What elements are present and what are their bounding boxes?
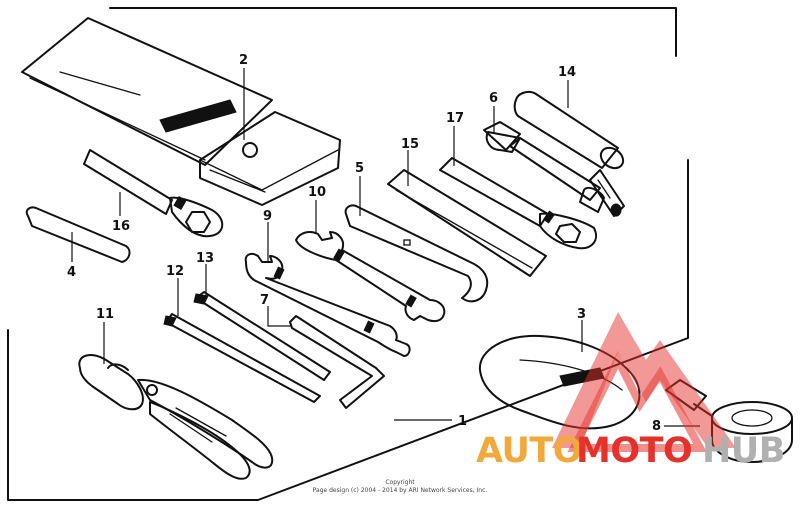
callout-5: 5 <box>355 161 364 176</box>
watermark-moto: MOTO <box>576 431 692 471</box>
hex-key-7 <box>289 315 385 409</box>
frame-outline <box>7 7 689 501</box>
pliers-11 <box>78 353 274 480</box>
open-end-wrench-9 <box>244 253 411 357</box>
socket-8 <box>665 379 793 463</box>
callout-14: 14 <box>558 65 576 80</box>
callout-7: 7 <box>260 293 269 308</box>
watermark-auto: AUTO <box>476 431 582 471</box>
combination-wrench-16 <box>83 149 224 238</box>
callout-17: 17 <box>446 111 464 126</box>
callout-10: 10 <box>308 185 326 200</box>
box-wrench-6 <box>483 121 605 213</box>
screwdriver-shaft-12 <box>163 313 321 403</box>
callout-9: 9 <box>263 209 272 224</box>
callout-6: 6 <box>489 91 498 106</box>
tool-bag <box>21 17 341 206</box>
callout-12: 12 <box>166 264 184 279</box>
watermark-text: AUTO MOTO HUB <box>476 431 785 471</box>
watermark-logo <box>552 312 736 452</box>
copyright-line-2: Page design (c) 2004 - 2014 by ARI Netwo… <box>313 487 488 494</box>
callout-11: 11 <box>96 307 114 322</box>
flat-blade-4 <box>25 206 131 263</box>
pin-spanner-5 <box>344 204 489 303</box>
screwdriver-shaft-13 <box>193 291 331 381</box>
callout-labels: 1 2 3 4 5 6 7 8 9 10 11 12 13 14 15 16 1… <box>67 53 661 434</box>
callout-8: 8 <box>652 419 661 434</box>
callout-13: 13 <box>196 251 214 266</box>
combination-wrench-17 <box>439 157 597 250</box>
flat-bar-15 <box>387 169 547 277</box>
open-end-wrench-10 <box>295 231 446 323</box>
callout-1: 1 <box>458 414 467 429</box>
callout-16: 16 <box>112 219 130 234</box>
copyright-line-1: Copyright <box>385 479 415 486</box>
watermark-triangle-icon <box>552 312 736 448</box>
watermark-hub: HUB <box>702 431 785 471</box>
callout-4: 4 <box>67 265 76 280</box>
handle-14 <box>513 91 625 217</box>
leader-lines <box>71 68 700 427</box>
callout-2: 2 <box>239 53 248 68</box>
callout-15: 15 <box>401 137 419 152</box>
callout-3: 3 <box>577 307 586 322</box>
